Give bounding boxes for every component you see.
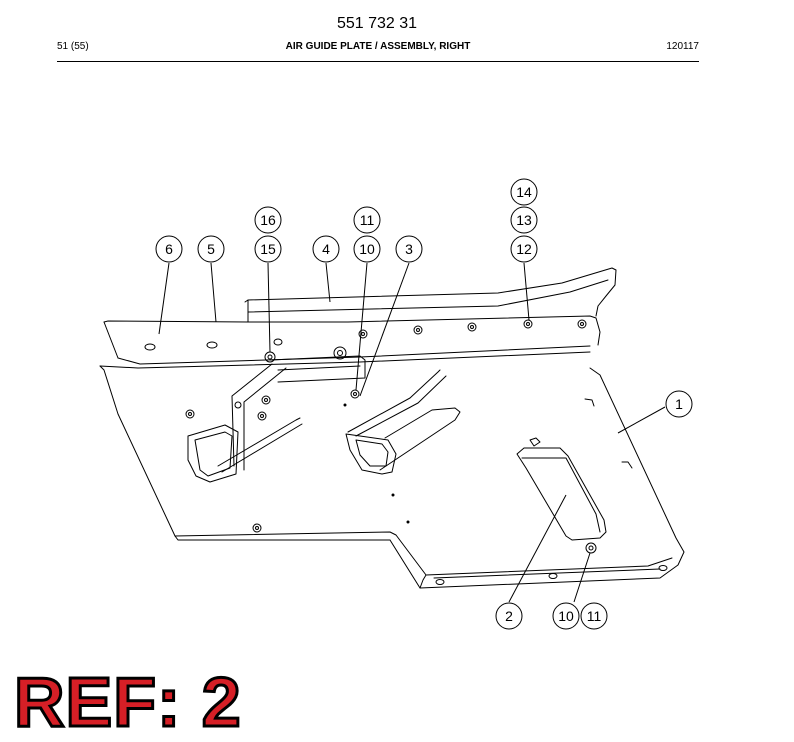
callout-circle-4 (312, 235, 340, 263)
part-outline (99, 267, 685, 589)
callout-10-top: 10 (359, 241, 375, 257)
callout-circle-11-bottom (580, 602, 608, 630)
callout-circle-2 (495, 602, 523, 630)
ref-label: REF: 2 (13, 662, 243, 742)
callout-labels: 16 11 14 13 6 5 15 4 10 3 12 1 2 10 11 (165, 184, 683, 624)
callout-circles (155, 178, 693, 630)
leader-6 (158, 262, 170, 335)
leader-4 (325, 262, 331, 303)
callout-15: 15 (260, 241, 276, 257)
callout-14: 14 (516, 184, 532, 200)
callout-5: 5 (207, 241, 215, 257)
callout-12: 12 (516, 241, 532, 257)
callout-10-bottom: 10 (558, 608, 574, 624)
leader-10-bottom (573, 552, 591, 603)
callout-circle-16 (254, 206, 282, 234)
callout-11-top: 11 (360, 212, 375, 228)
callout-1: 1 (675, 396, 683, 412)
leader-12 (523, 262, 530, 321)
fasteners (144, 319, 668, 585)
callout-circle-14 (510, 178, 538, 206)
callout-circle-12 (510, 235, 538, 263)
leader-5 (210, 262, 217, 323)
callout-4: 4 (322, 241, 330, 257)
header-rule (57, 61, 699, 62)
callout-circle-13 (510, 206, 538, 234)
callout-circle-11-top (353, 206, 381, 234)
drawing-code: 120117 (666, 41, 699, 52)
leader-15 (267, 262, 271, 353)
callout-3: 3 (405, 241, 413, 257)
callout-circle-10-top (353, 235, 381, 263)
callout-13: 13 (516, 212, 532, 228)
callout-circle-1 (665, 390, 693, 418)
leader-2 (508, 494, 567, 603)
callout-2: 2 (505, 608, 513, 624)
callout-circle-6 (155, 235, 183, 263)
drawing-title: AIR GUIDE PLATE / ASSEMBLY, RIGHT (285, 41, 471, 52)
leader-10 (355, 262, 368, 391)
callout-circle-10-bottom (552, 602, 580, 630)
page-indicator: 51 (55) (57, 41, 89, 52)
callout-circle-15 (254, 235, 282, 263)
leader-3 (359, 262, 410, 397)
document-number: 551 732 31 (336, 15, 418, 32)
callout-circle-3 (395, 235, 423, 263)
callout-circle-5 (197, 235, 225, 263)
callout-16: 16 (260, 212, 276, 228)
leader-1 (617, 406, 666, 434)
callout-6: 6 (165, 241, 173, 257)
leader-lines (158, 262, 666, 603)
callout-11-bottom: 11 (587, 608, 602, 624)
